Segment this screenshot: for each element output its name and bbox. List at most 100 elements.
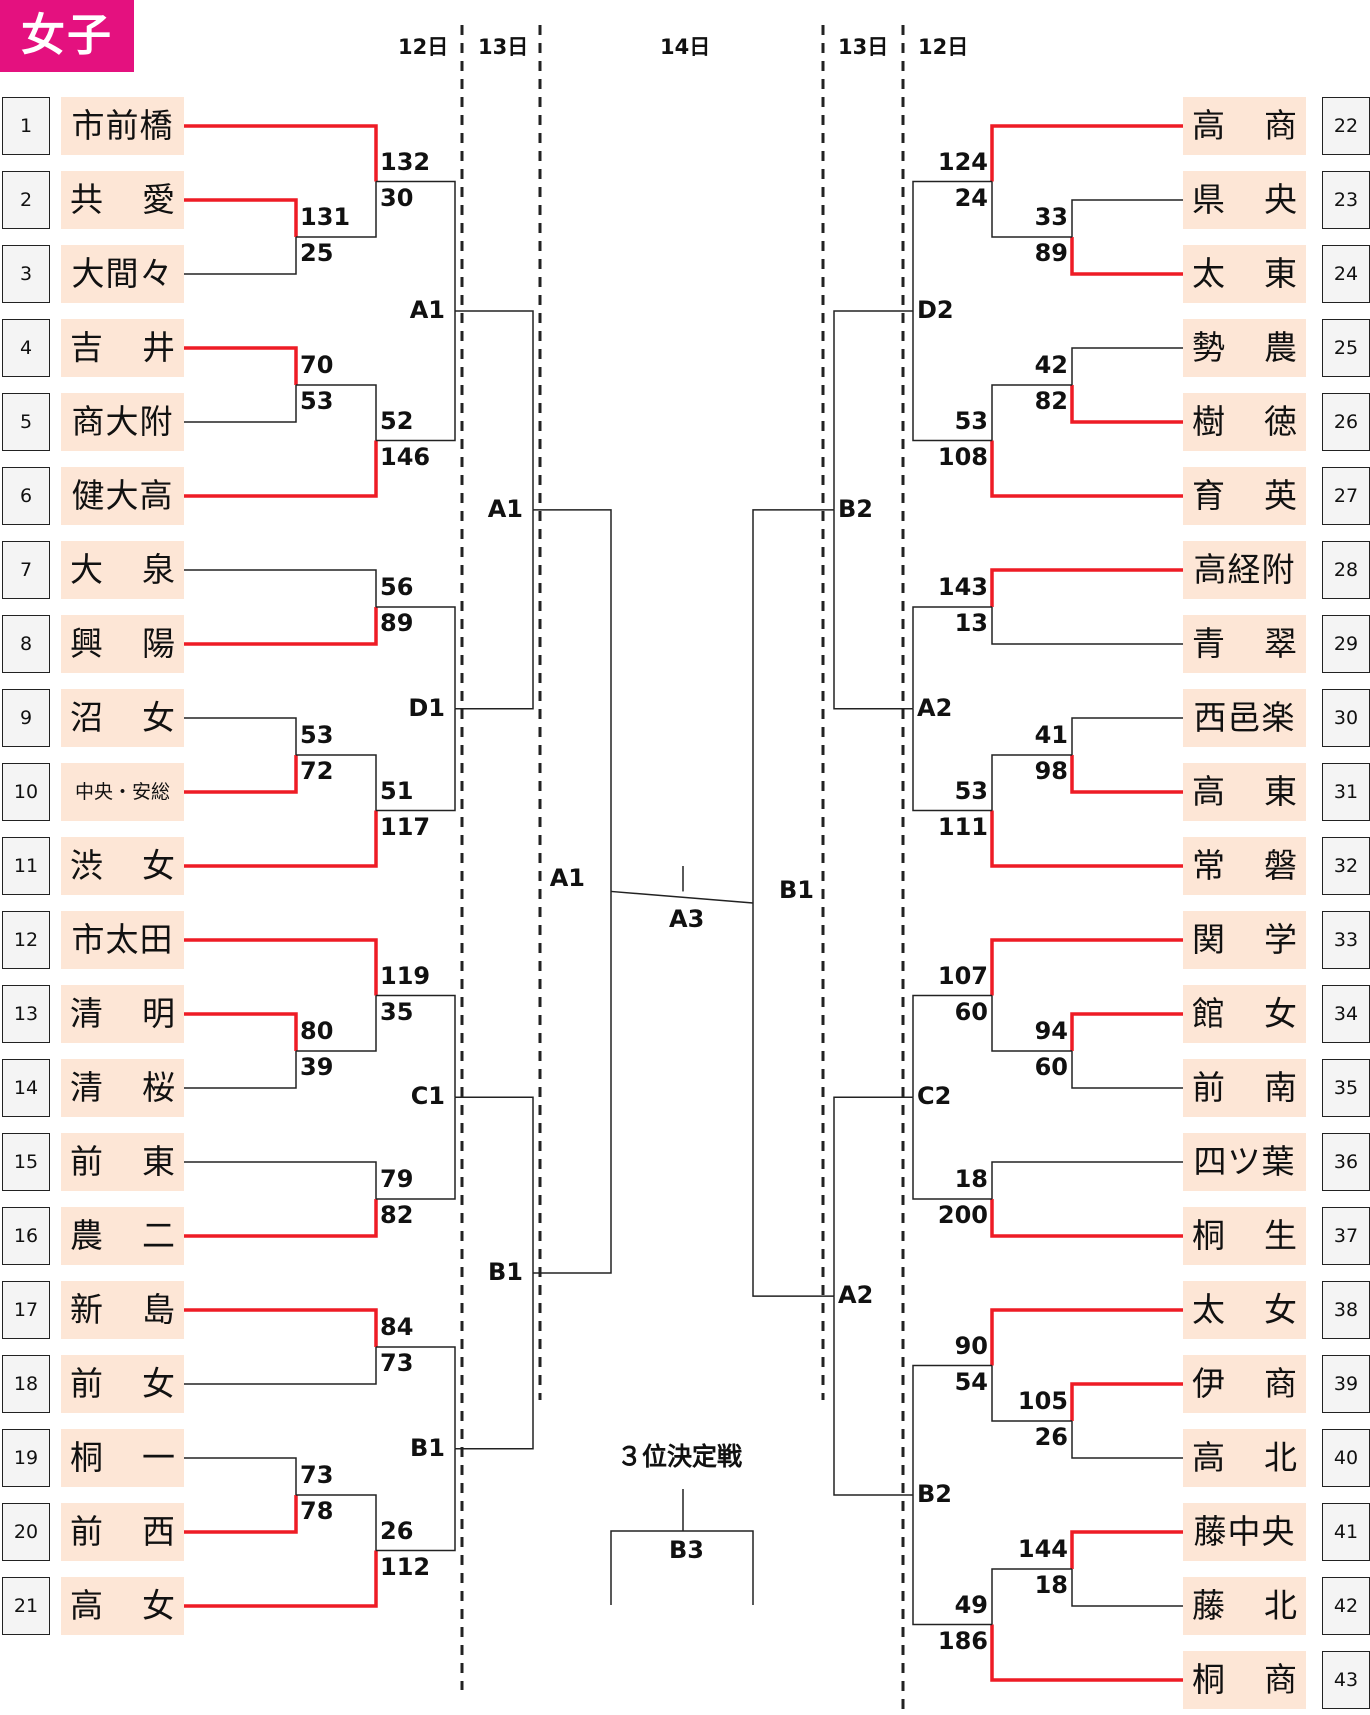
match-score: 39	[300, 1053, 334, 1081]
match-score: 52	[380, 406, 414, 435]
bracket-branch	[990, 1624, 1183, 1682]
team-name: 共愛	[61, 171, 184, 229]
seed-number: 9	[2, 689, 50, 747]
bracket-branch	[184, 1012, 298, 1051]
team-name: 藤中央	[1183, 1503, 1306, 1561]
team-name: 高女	[61, 1577, 184, 1635]
court-label: D1	[408, 693, 445, 722]
bracket-branch	[912, 1097, 992, 1200]
match-score: 41	[1034, 721, 1068, 749]
bracket-branch	[990, 1308, 1183, 1366]
seed-number: 7	[2, 541, 50, 599]
third-place-title: ３位決定戦	[617, 1442, 743, 1471]
team-name: 太東	[1183, 245, 1306, 303]
match-score: 54	[954, 1367, 988, 1396]
team-name: 健大高	[61, 467, 184, 525]
match-score: 24	[954, 183, 988, 212]
match-score: 51	[380, 776, 414, 805]
team-name: 前南	[1183, 1059, 1306, 1117]
bracket-branch	[912, 994, 992, 1098]
bracket-branch	[1071, 347, 1183, 385]
match-score: 26	[380, 1516, 414, 1545]
seed-number: 23	[1322, 171, 1370, 229]
bracket-branch	[455, 310, 534, 510]
seed-number: 15	[2, 1133, 50, 1191]
match-score: 84	[380, 1313, 414, 1341]
match-score: 13	[954, 609, 988, 637]
court-label: A1	[487, 494, 523, 523]
bracket-branch	[376, 1448, 456, 1552]
seed-number: 13	[2, 985, 50, 1043]
seed-number: 14	[2, 1059, 50, 1117]
team-name: 市前橋	[61, 97, 184, 155]
team-name: 高北	[1183, 1429, 1306, 1487]
court-label: B1	[488, 1258, 523, 1286]
bracket-branch	[184, 569, 377, 607]
bracket-branch	[833, 1296, 913, 1496]
bracket-branch	[1071, 199, 1183, 237]
bracket-branch	[533, 891, 612, 1274]
team-name: 渋女	[61, 837, 184, 895]
bracket-branch	[991, 1161, 1183, 1199]
seed-number: 31	[1322, 763, 1370, 821]
bracket-branch	[184, 1347, 377, 1385]
seed-number: 41	[1322, 1503, 1370, 1561]
bracket-branch	[376, 1346, 456, 1449]
seed-number: 27	[1322, 467, 1370, 525]
match-score: 33	[1034, 203, 1068, 231]
bracket-branch	[833, 1096, 913, 1297]
bracket-branch	[296, 181, 377, 238]
match-score: 132	[380, 147, 431, 176]
match-score: 131	[300, 203, 351, 231]
match-score: 42	[1034, 351, 1068, 379]
bracket-branch	[184, 1495, 298, 1534]
bracket-branch	[184, 1161, 377, 1199]
team-name: 大泉	[61, 541, 184, 599]
bracket-branch	[1070, 1382, 1183, 1421]
team-name: 桐商	[1183, 1651, 1306, 1709]
match-score: 53	[954, 406, 988, 435]
bracket-branch	[1071, 1569, 1183, 1607]
bracket-branch	[184, 346, 298, 385]
bracket-branch	[376, 1097, 456, 1200]
bracket-branch	[455, 1273, 534, 1450]
seed-number: 6	[2, 467, 50, 525]
match-score: 108	[937, 442, 988, 471]
bracket-branch	[1071, 717, 1183, 755]
bracket-branch	[184, 1308, 378, 1347]
match-score: 78	[300, 1497, 334, 1525]
match-score: 30	[380, 183, 414, 212]
bracket-branch	[1070, 1530, 1183, 1569]
bracket-branch	[1070, 1012, 1183, 1051]
match-score: 18	[954, 1165, 988, 1193]
match-score: 111	[937, 812, 988, 841]
seed-number: 39	[1322, 1355, 1370, 1413]
court-label: C1	[410, 1082, 445, 1111]
team-name: 農二	[61, 1207, 184, 1265]
team-name: 大間々	[61, 245, 184, 303]
seed-number: 32	[1322, 837, 1370, 895]
seed-number: 26	[1322, 393, 1370, 451]
final-court-label: A3	[669, 905, 705, 933]
court-label: A2	[838, 1281, 874, 1310]
seed-number: 2	[2, 171, 50, 229]
bracket-branch	[991, 995, 1072, 1052]
bracket-branch	[1071, 1051, 1183, 1089]
team-name: 前西	[61, 1503, 184, 1561]
bracket-branch	[184, 1550, 378, 1608]
court-label: B1	[410, 1433, 445, 1462]
bracket-branch	[184, 385, 297, 423]
bracket-branch	[376, 311, 456, 442]
match-score: 60	[1034, 1053, 1068, 1081]
team-name: 清桜	[61, 1059, 184, 1117]
bracket-branch	[184, 198, 298, 237]
team-name: 前東	[61, 1133, 184, 1191]
seed-number: 18	[2, 1355, 50, 1413]
match-score: 143	[937, 573, 988, 601]
seed-number: 28	[1322, 541, 1370, 599]
match-score: 35	[380, 997, 414, 1026]
bracket-branch	[533, 509, 612, 892]
match-score: 53	[300, 387, 334, 415]
day-label-12-right: 12日	[918, 35, 969, 59]
